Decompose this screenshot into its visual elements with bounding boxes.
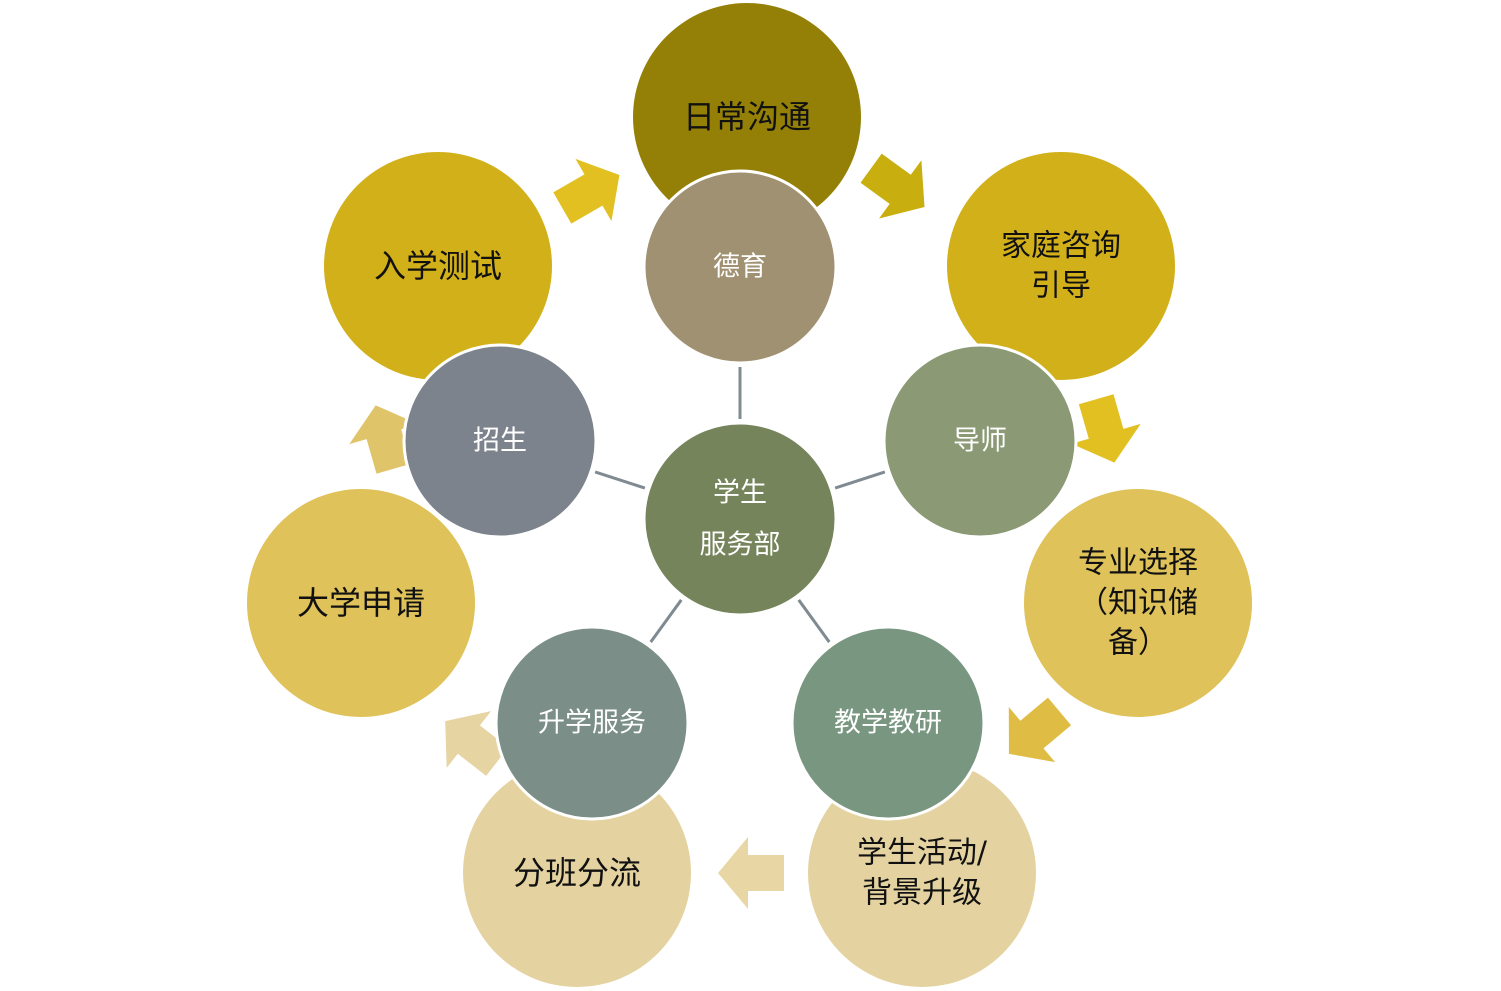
arrow-1 [553,158,620,224]
outer-label-daily-line-1: 日常沟通 [683,98,811,136]
outer-label-apply-line-1: 大学申请 [297,584,425,622]
outer-circle-major [1024,489,1252,717]
inner-circle-shengxue [494,625,690,821]
outer-circle-daily [633,3,861,231]
outer-label-activity-line-2: 背景升级 [862,876,982,911]
inner-label-zhaosheng-line-1: 招生 [473,426,527,457]
outer-node-test: 入学测试 [324,152,552,380]
center-label-line-2: 服务部 [700,530,781,561]
inner-circle-zhaosheng [402,343,598,539]
inner-circle-jiaoxue [790,625,986,821]
outer-label-major-line-3: 备） [1108,626,1168,661]
outer-circle-family [947,152,1175,380]
outer-node-daily: 日常沟通 [633,3,861,231]
arrow-6 [445,711,509,776]
connector-zhaosheng [594,470,646,490]
arrow-2 [860,153,925,219]
arrow-4 [1008,697,1072,763]
outer-label-class-line-1: 分班分流 [513,854,641,892]
inner-node-shengxue: 升学服务 [494,625,690,821]
center-circle [642,421,838,617]
outer-circle-class [463,759,691,987]
inner-node-jiaoxue: 教学教研 [790,625,986,821]
connector-jiaoxue [797,599,831,643]
inner-circle-deyu [642,169,838,365]
center-label-line-1: 学生 [713,478,767,509]
inner-label-jiaoxue-line-1: 教学教研 [834,708,942,739]
inner-label-daoshi-line-1: 导师 [953,426,1007,457]
outer-label-family-line-1: 家庭咨询 [1001,229,1121,264]
arrow-5 [718,837,784,909]
connector-daoshi [834,470,886,490]
outer-label-major-line-2: （知识储 [1078,586,1198,621]
outer-label-test-line-1: 入学测试 [374,247,502,285]
outer-circle-apply [247,489,475,717]
inner-node-daoshi: 导师 [882,343,1078,539]
outer-label-major-line-1: 专业选择 [1078,546,1198,581]
inner-circle-daoshi [882,343,1078,539]
outer-label-activity-line-1: 学生活动/ [857,836,988,871]
inner-label-deyu-line-1: 德育 [713,252,767,283]
outer-node-class: 分班分流 [463,759,691,987]
outer-node-apply: 大学申请 [247,489,475,717]
outer-label-family-line-2: 引导 [1031,269,1091,304]
connector-shengxue [649,599,683,643]
inner-node-deyu: 德育 [642,169,838,365]
inner-node-zhaosheng: 招生 [402,343,598,539]
arrow-3 [1071,394,1141,463]
outer-circle-test [324,152,552,380]
inner-label-shengxue-line-1: 升学服务 [538,708,646,739]
arrow-7 [349,405,419,474]
